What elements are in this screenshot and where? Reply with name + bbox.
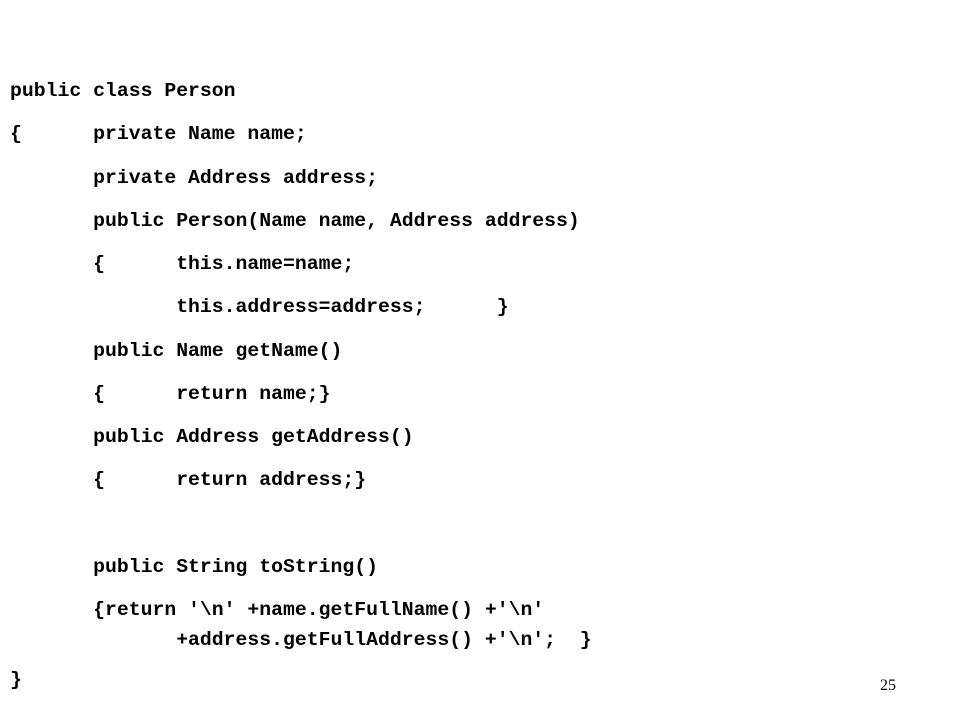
code-line-assign-name: { this.name=name; bbox=[10, 253, 355, 275]
code-line-class-declaration: public class Person bbox=[10, 80, 236, 102]
code-line-return-name: { return name;} bbox=[10, 383, 331, 405]
code-line-return-string: {return '\n' +name.getFullName() +'\n' bbox=[10, 599, 545, 621]
code-line-address-field: private Address address; bbox=[10, 167, 378, 189]
code-line-assign-address: this.address=address; } bbox=[10, 296, 509, 318]
code-line-return-address: { return address;} bbox=[10, 469, 367, 491]
page-number: 25 bbox=[880, 677, 896, 694]
code-line-return-continued: +address.getFullAddress() +'\n'; } bbox=[10, 629, 592, 651]
code-line-constructor: public Person(Name name, Address address… bbox=[10, 210, 580, 232]
code-line-get-name: public Name getName() bbox=[10, 340, 343, 362]
code-line-to-string: public String toString() bbox=[10, 556, 378, 578]
code-line-closing-brace: } bbox=[10, 669, 22, 691]
code-line-name-field: { private Name name; bbox=[10, 123, 307, 145]
code-line-get-address: public Address getAddress() bbox=[10, 426, 414, 448]
